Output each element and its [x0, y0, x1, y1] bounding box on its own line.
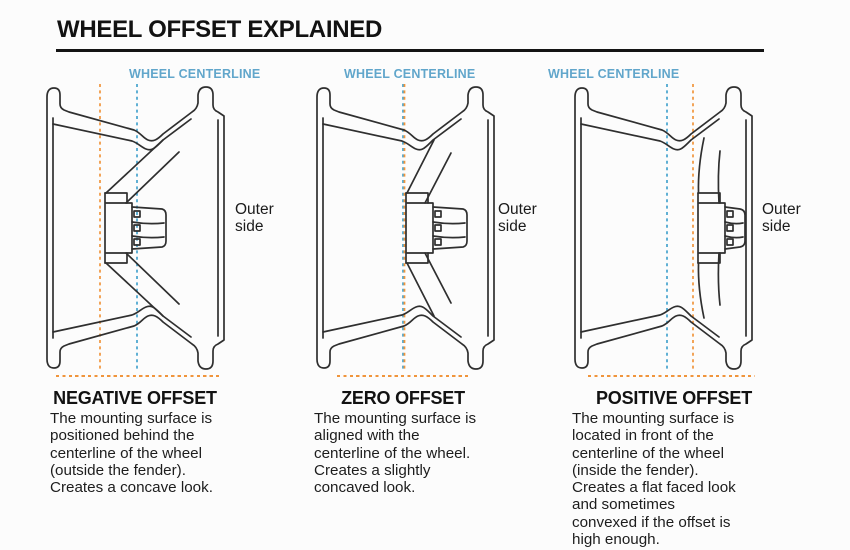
wheel-diagram-positive-offset	[574, 84, 753, 372]
wheel-diagram-negative-offset	[46, 84, 225, 372]
wheel-cross-section	[316, 86, 495, 370]
offset-span-dashed-line	[337, 375, 469, 378]
wheel-cross-section	[574, 86, 753, 370]
wheel-diagram-zero-offset	[316, 84, 495, 372]
description-positive-offset: The mounting surface is located in front…	[572, 410, 736, 549]
offset-span-dashed-line	[588, 375, 755, 378]
centerline-label: WHEEL CENTERLINE	[129, 67, 261, 81]
page-title: WHEEL OFFSET EXPLAINED	[57, 16, 382, 43]
outer-side-label: Outer side	[762, 201, 801, 235]
centerline-label: WHEEL CENTERLINE	[344, 67, 476, 81]
outer-side-label: Outer side	[498, 201, 537, 235]
heading-negative-offset: NEGATIVE OFFSET	[53, 388, 217, 408]
centerline-label: WHEEL CENTERLINE	[548, 67, 680, 81]
heading-positive-offset: POSITIVE OFFSET	[595, 388, 753, 408]
title-underline	[56, 49, 764, 52]
heading-zero-offset: ZERO OFFSET	[341, 388, 465, 408]
wheel-cross-section	[46, 86, 225, 370]
description-negative-offset: The mounting surface is positioned behin…	[50, 410, 213, 497]
outer-side-label: Outer side	[235, 201, 274, 235]
description-zero-offset: The mounting surface is aligned with the…	[314, 410, 477, 497]
offset-span-dashed-line	[56, 375, 220, 378]
